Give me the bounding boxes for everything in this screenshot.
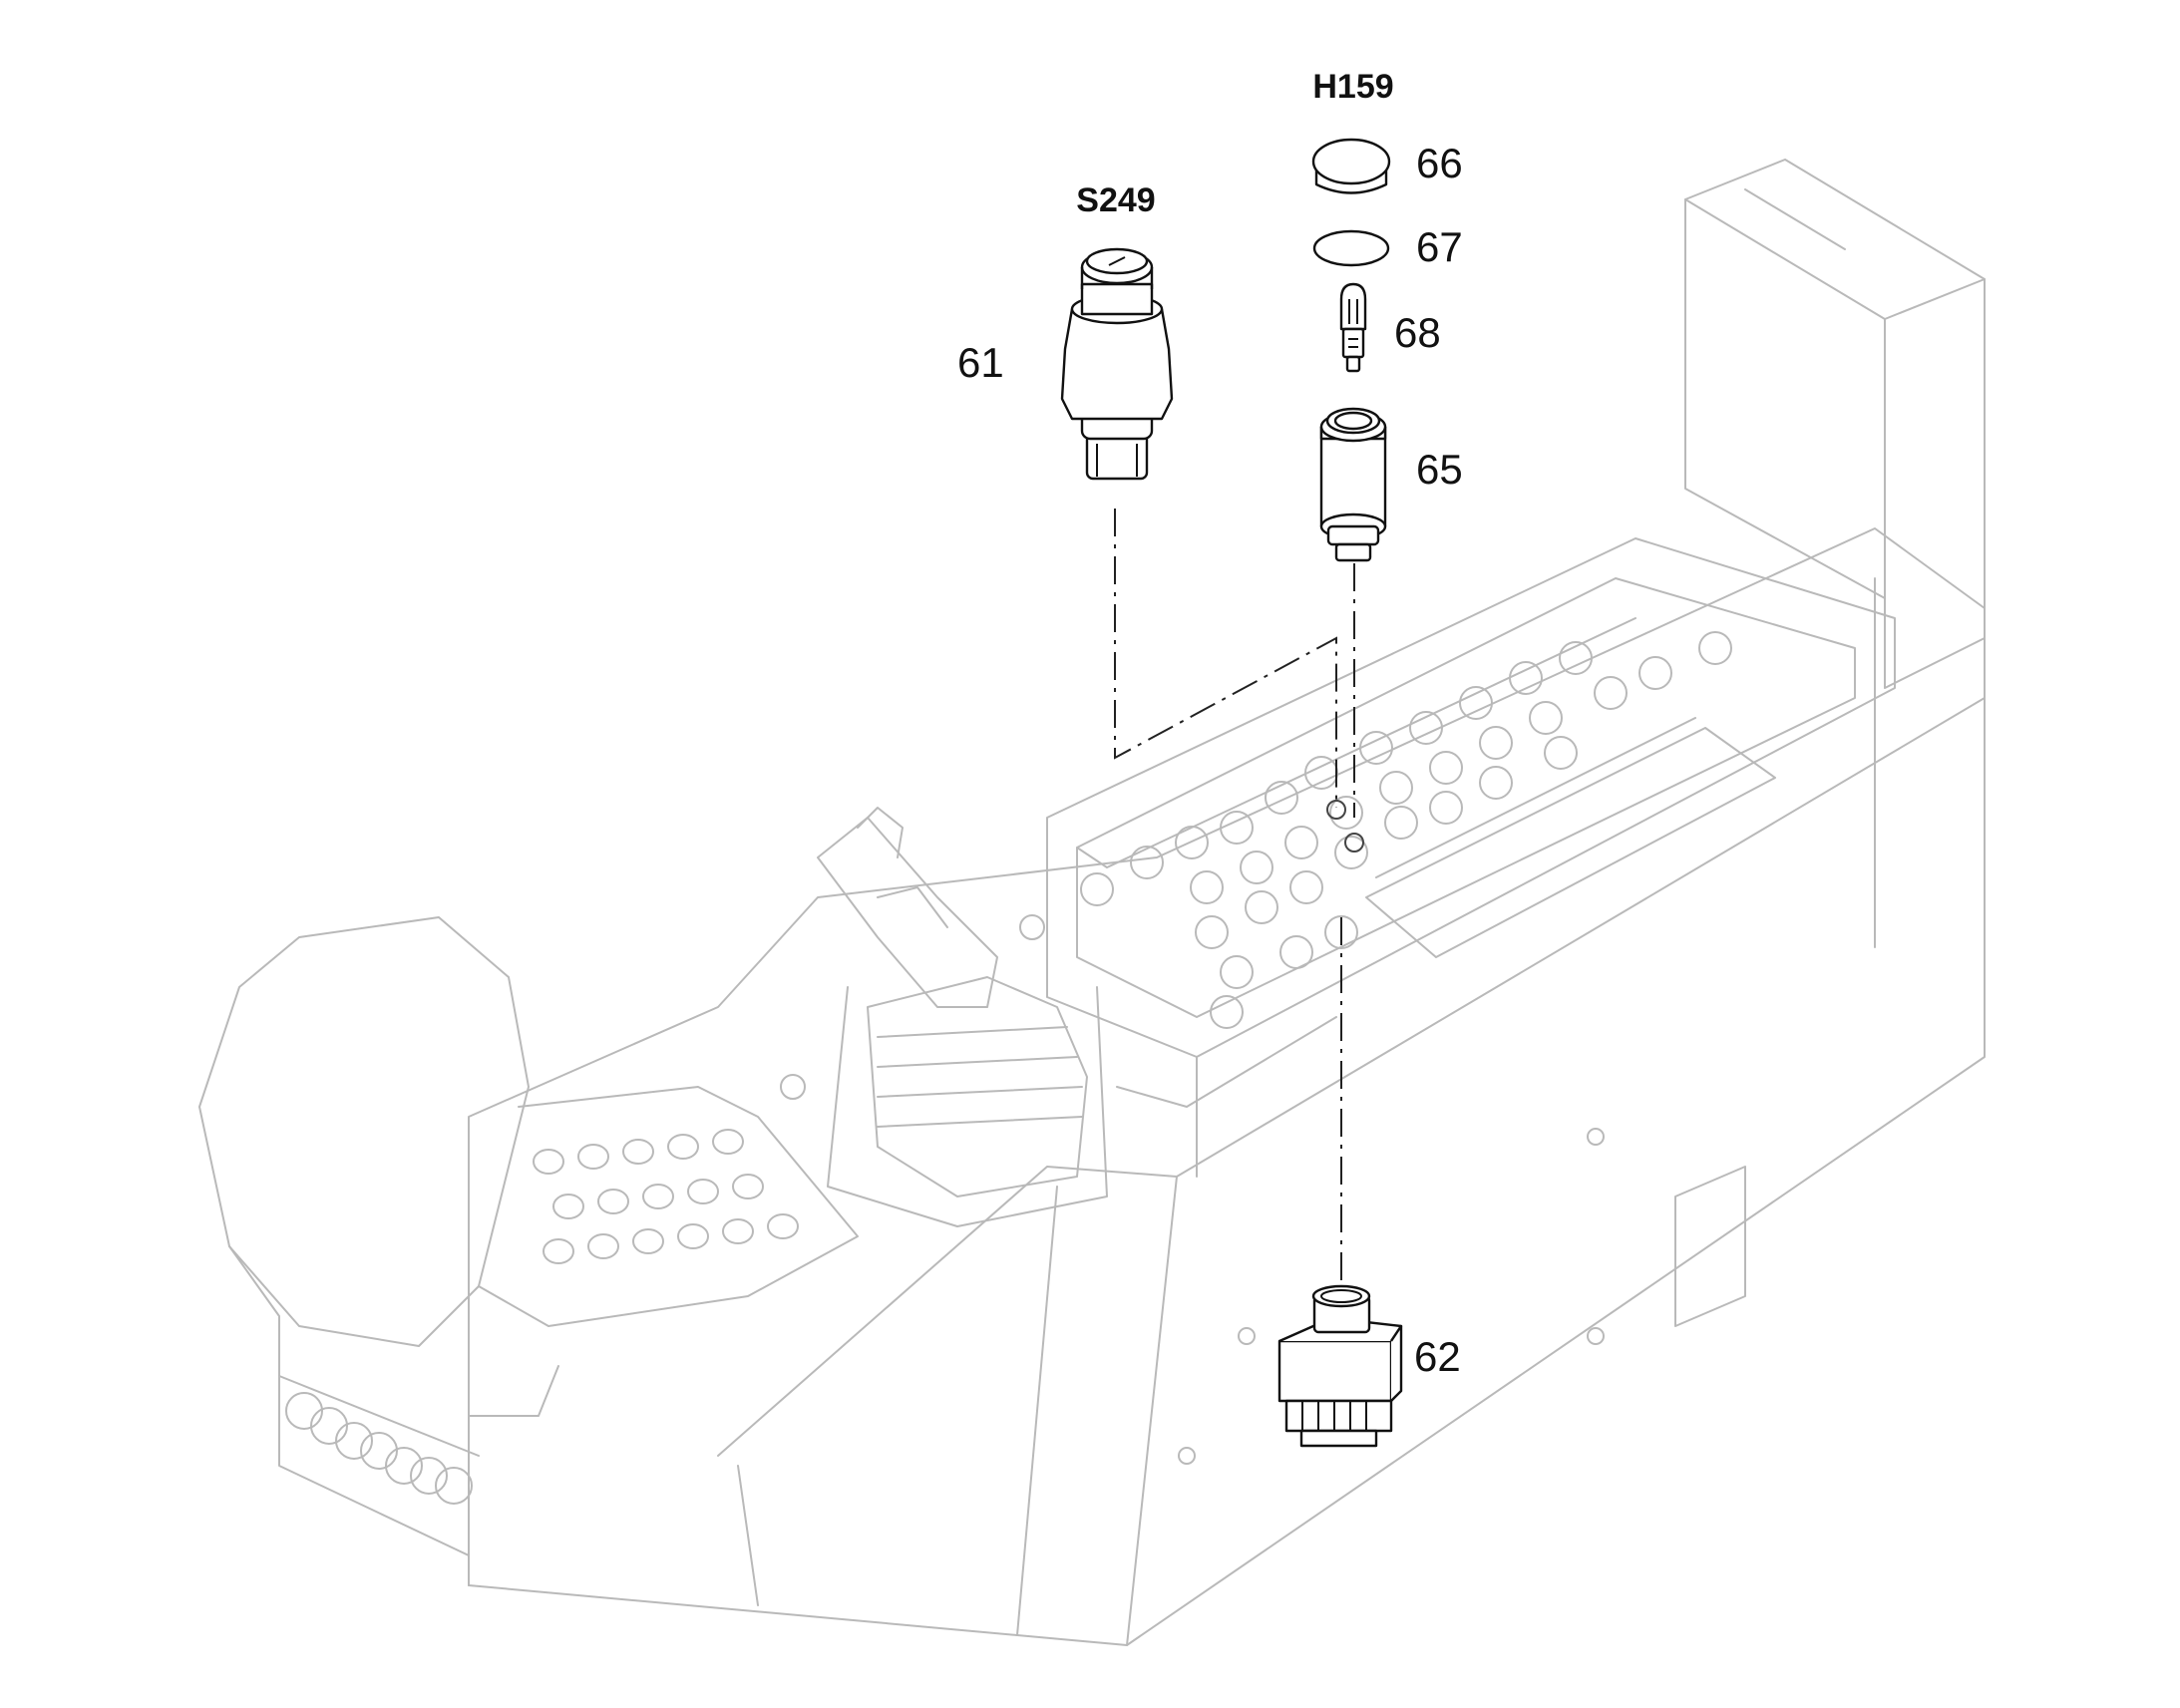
callout-numbers: 61 66 67 68 65 62 (957, 140, 1463, 1380)
assembly-leader-lines (1114, 509, 1364, 1321)
callout-bulb: 68 (1394, 309, 1441, 356)
relay-socket-part (1277, 1284, 1403, 1448)
lamp-reference-label: H159 (1312, 68, 1393, 106)
operator-console-drawing (198, 159, 1986, 1646)
callout-switch-body: 61 (957, 339, 1004, 386)
switch-leader-line (1114, 509, 1337, 808)
bulb-part (1339, 282, 1367, 373)
switch-reference-label: S249 (1076, 181, 1155, 219)
callout-lamp-cap: 66 (1416, 140, 1463, 186)
callout-relay-socket: 62 (1414, 1333, 1461, 1380)
callout-sealing-ring: 67 (1416, 223, 1463, 270)
lamp-holder-part (1319, 407, 1387, 562)
switch-part (1060, 247, 1174, 481)
callout-lamp-holder: 65 (1416, 446, 1463, 493)
sealing-ring-part (1312, 229, 1390, 267)
reference-labels: S249 H159 (1076, 68, 1393, 219)
lamp-cap-part (1311, 138, 1391, 194)
